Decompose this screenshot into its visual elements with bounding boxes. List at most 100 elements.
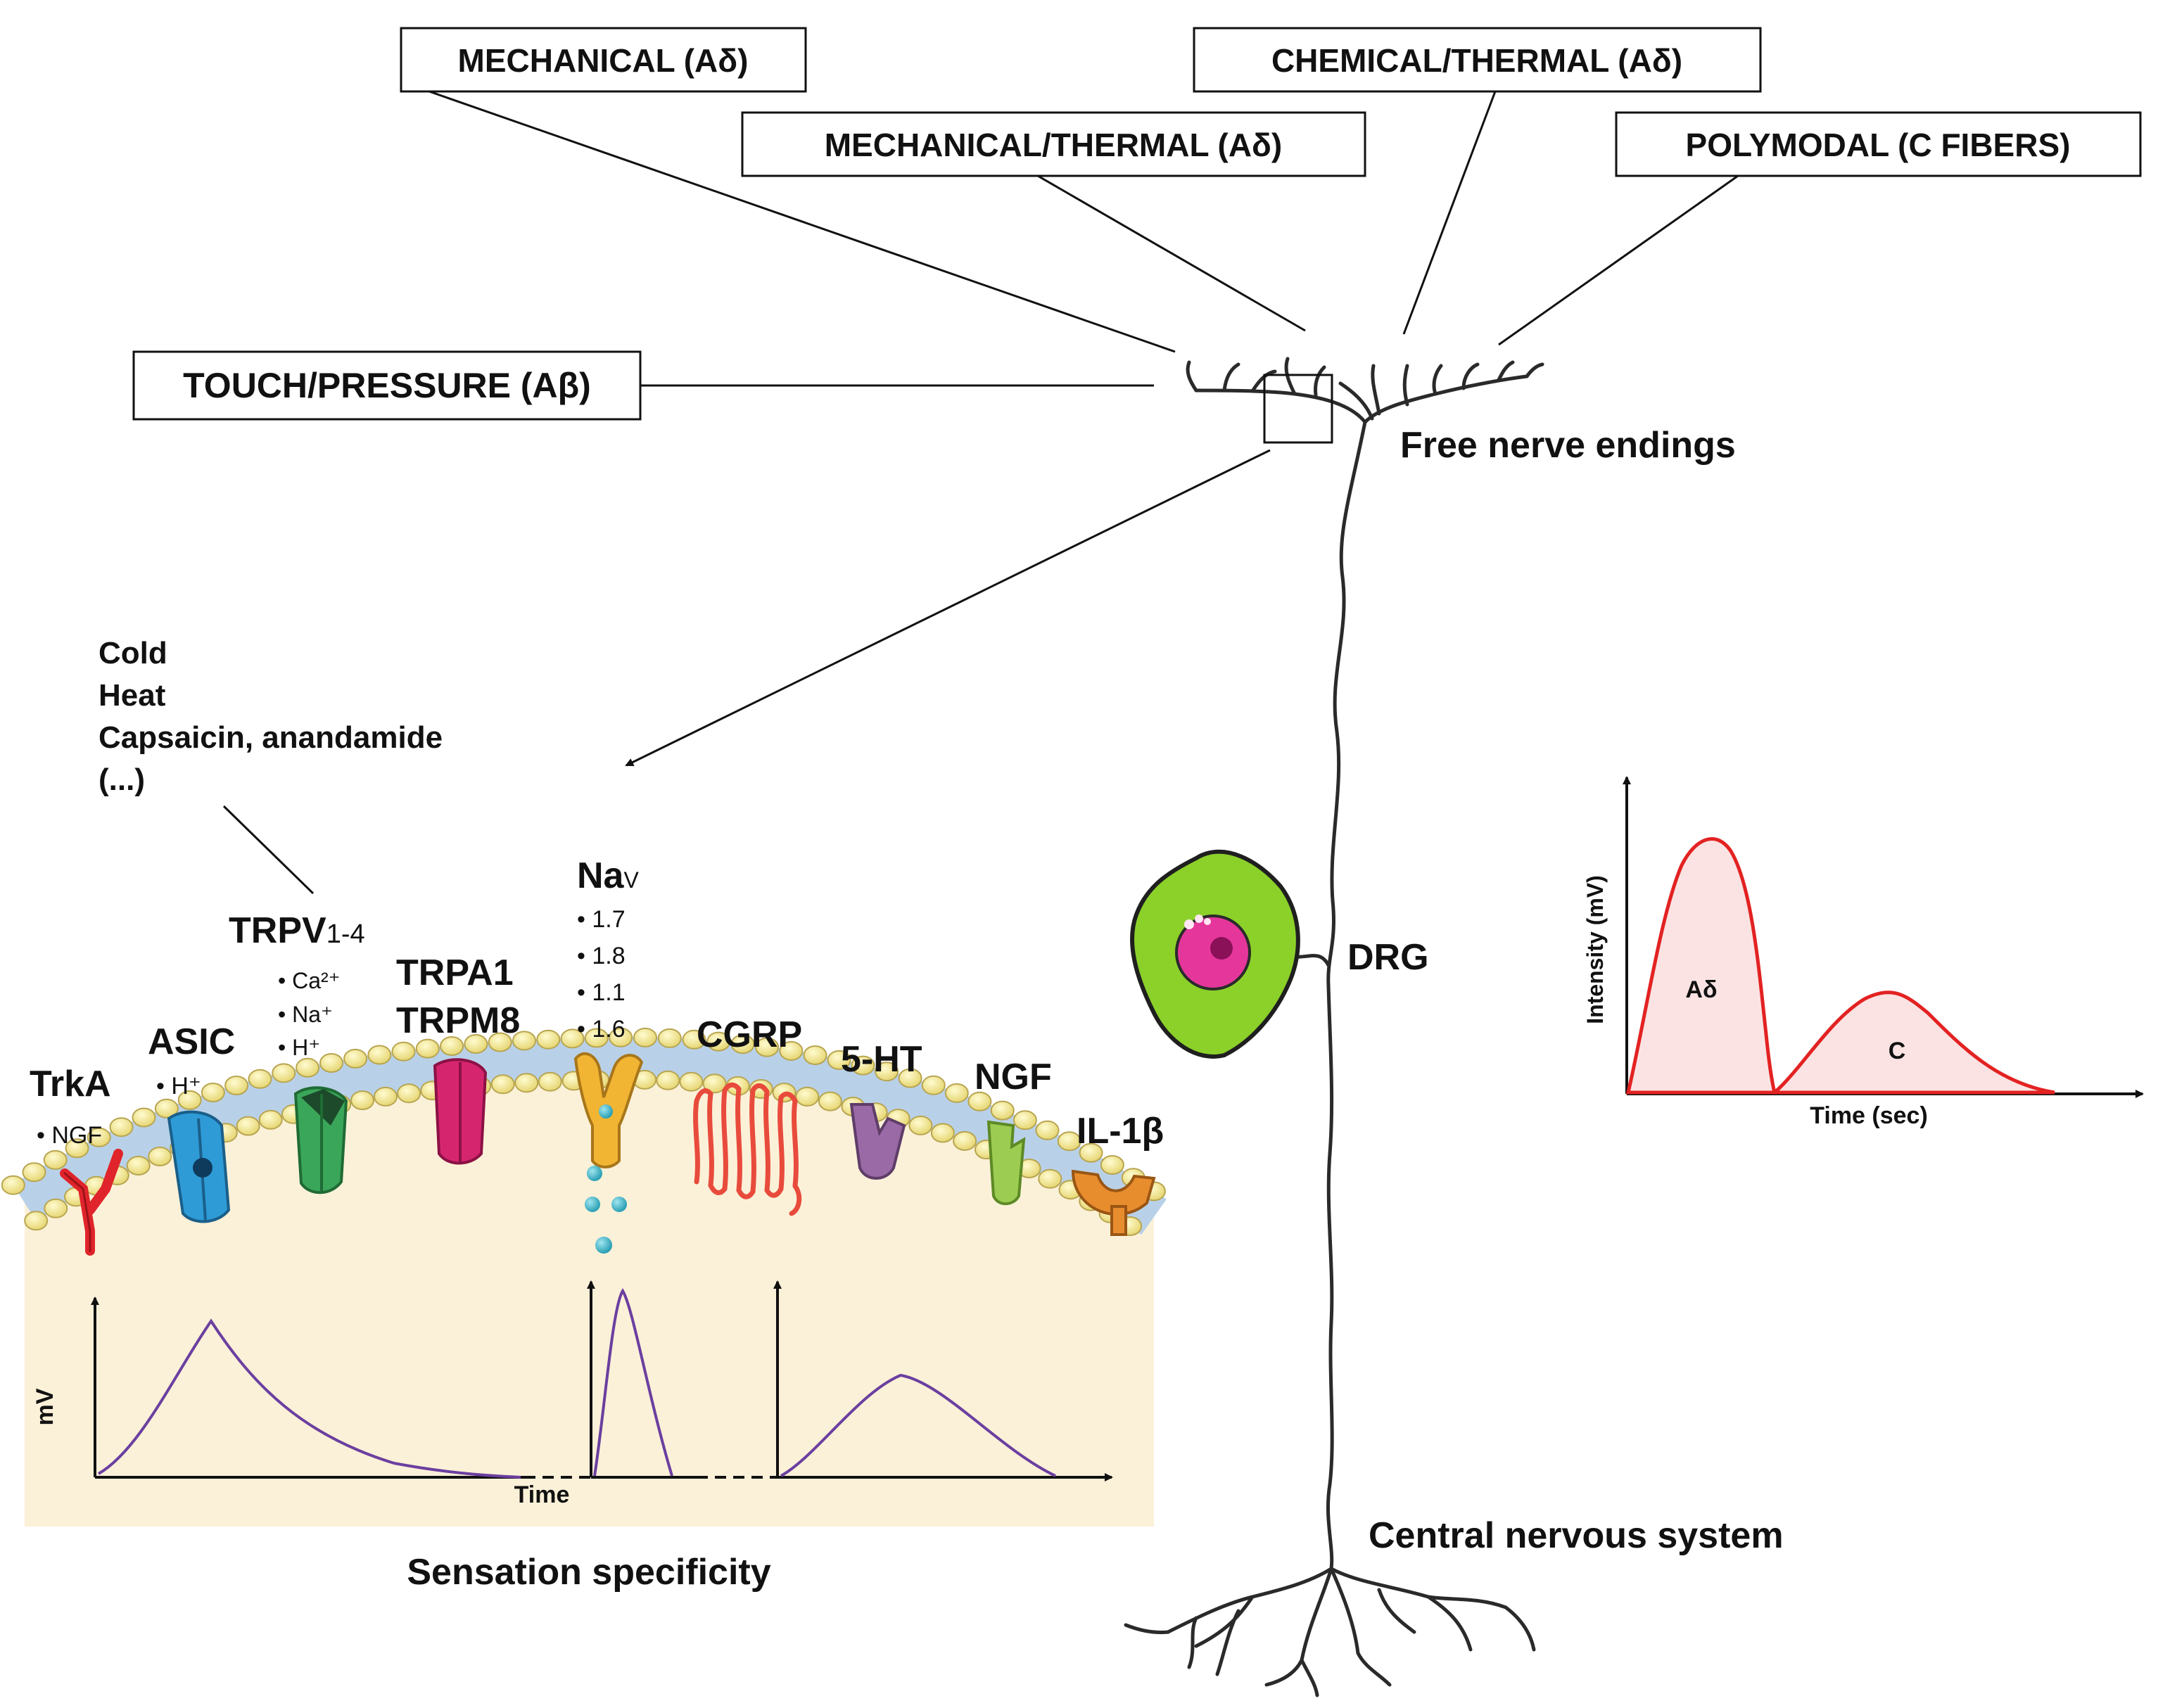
lipid-head	[560, 1028, 585, 1049]
lipid-head	[177, 1090, 202, 1110]
asic-label: ASIC	[148, 1021, 235, 1062]
lipid-head	[944, 1083, 969, 1103]
lipid-head	[730, 1034, 755, 1054]
lipid-head	[1038, 1168, 1062, 1189]
lipid-head	[990, 1100, 1015, 1121]
lipid-head	[656, 1070, 680, 1090]
lipid-head	[201, 1083, 225, 1102]
sensation-specificity-title: Sensation specificity	[407, 1552, 770, 1593]
trpv-subscript: 1-4	[326, 919, 365, 949]
lipid-head	[779, 1040, 804, 1061]
lipid-head	[248, 1069, 272, 1089]
cgrp-receptor	[693, 1082, 802, 1216]
lipid-head	[1057, 1131, 1081, 1152]
svg-text:• Ca²⁺: • Ca²⁺	[278, 968, 341, 993]
svg-text:• Na⁺: • Na⁺	[278, 1002, 333, 1027]
svg-text:• NGF: • NGF	[37, 1122, 102, 1149]
lipid-head	[367, 1045, 392, 1065]
lipid-head	[65, 1138, 89, 1159]
trka-label: TrkA	[30, 1064, 111, 1104]
lipid-heads	[1, 1027, 1166, 1236]
ngf-label: NGF	[975, 1057, 1052, 1097]
label-chemical-thermal: CHEMICAL/THERMAL (Aδ)	[1271, 42, 1682, 79]
trka-item: NGF	[51, 1122, 102, 1149]
membrane-potential-plots: mV Time	[32, 1280, 1113, 1508]
lipid-head	[87, 1127, 111, 1147]
neuron	[1124, 357, 1544, 1697]
trpa1-label: TRPA1	[396, 952, 514, 993]
lipid-head	[875, 1062, 899, 1082]
lipid-head	[126, 1156, 151, 1175]
label-polymodal: POLYMODAL (C FIBERS)	[1686, 127, 2071, 163]
lipid-head	[488, 1032, 512, 1052]
lipid-head	[43, 1149, 68, 1170]
nav-channel	[573, 1052, 644, 1168]
lipid-head	[296, 1057, 320, 1078]
mv-axis-label: mV	[32, 1388, 58, 1425]
fiber-connectors	[429, 90, 1739, 387]
free-nerve-endings-label: Free nerve endings	[1400, 425, 1736, 466]
lipid-head	[538, 1071, 562, 1092]
drg-label: DRG	[1347, 937, 1429, 978]
lipid-head	[22, 1162, 46, 1183]
lipid-head	[930, 1123, 955, 1143]
intensity-chart: Aδ C Intensity (mV) Time (sec)	[1582, 776, 2144, 1129]
lipid-head	[536, 1029, 561, 1050]
lipid-head	[24, 1211, 49, 1231]
lipid-head	[236, 1116, 260, 1136]
label-mechanical: MECHANICAL (Aδ)	[458, 42, 749, 79]
lipid-head	[464, 1034, 488, 1054]
lipid-head	[397, 1083, 421, 1104]
nav-subscript: V	[623, 867, 639, 893]
stimulus-item: (...)	[99, 763, 145, 797]
trpv-item: Na⁺	[292, 1002, 333, 1027]
asic-item: H⁺	[171, 1073, 201, 1100]
zoom-arrow	[625, 449, 1271, 767]
lipid-head	[803, 1045, 827, 1065]
lipid-head	[132, 1107, 156, 1128]
ions	[585, 1166, 627, 1254]
lipid-head	[1013, 1110, 1037, 1130]
5ht-label: 5-HT	[841, 1039, 922, 1080]
trpm8-label: TRPM8	[396, 1000, 520, 1041]
lipid-head	[514, 1073, 539, 1093]
lipid-head	[440, 1036, 464, 1056]
ad-series-label: Aδ	[1685, 976, 1717, 1003]
lipid-head	[827, 1050, 851, 1070]
5ht-receptor	[849, 1103, 906, 1180]
stimulus-item: Heat	[99, 678, 166, 713]
lipid-head	[391, 1041, 416, 1062]
c-peak	[1770, 990, 2055, 1095]
cns-label: Central nervous system	[1369, 1515, 1784, 1556]
trpv-receptor	[293, 1086, 348, 1194]
trpv-item: Ca²⁺	[292, 968, 340, 993]
lipid-head	[898, 1068, 922, 1088]
lipid-head	[755, 1037, 780, 1057]
lipid-head	[224, 1076, 249, 1095]
time-axis-label: Time	[514, 1481, 570, 1508]
nav-item: 1.1	[592, 979, 625, 1006]
lipid-head	[272, 1063, 296, 1083]
lipid-head	[109, 1117, 134, 1137]
svg-text:• 1.6: • 1.6	[577, 1016, 626, 1043]
lipid-head	[1, 1175, 25, 1195]
lipid-head	[609, 1027, 633, 1047]
lipid-head	[1035, 1120, 1060, 1140]
lipid-head	[1079, 1142, 1103, 1163]
svg-text:NaV: NaV	[577, 855, 639, 896]
cgrp-label: CGRP	[697, 1014, 802, 1055]
svg-text:TRPV1-4: TRPV1-4	[229, 910, 365, 951]
stimuli-connector	[222, 805, 315, 895]
trpa1-receptor	[433, 1058, 488, 1165]
lipid-head	[44, 1198, 68, 1218]
fiber-labels: MECHANICAL (Aδ) MECHANICAL/THERMAL (Aδ) …	[132, 27, 2142, 421]
lipid-head	[148, 1147, 172, 1166]
lipid-head	[818, 1091, 842, 1111]
lipid-head	[908, 1115, 933, 1135]
svg-text:• 1.1: • 1.1	[577, 979, 626, 1006]
svg-text:• 1.8: • 1.8	[577, 943, 626, 969]
lipid-head	[682, 1029, 706, 1050]
label-mechanical-thermal: MECHANICAL/THERMAL (Aδ)	[825, 127, 1283, 163]
asic-receptor	[167, 1110, 231, 1223]
